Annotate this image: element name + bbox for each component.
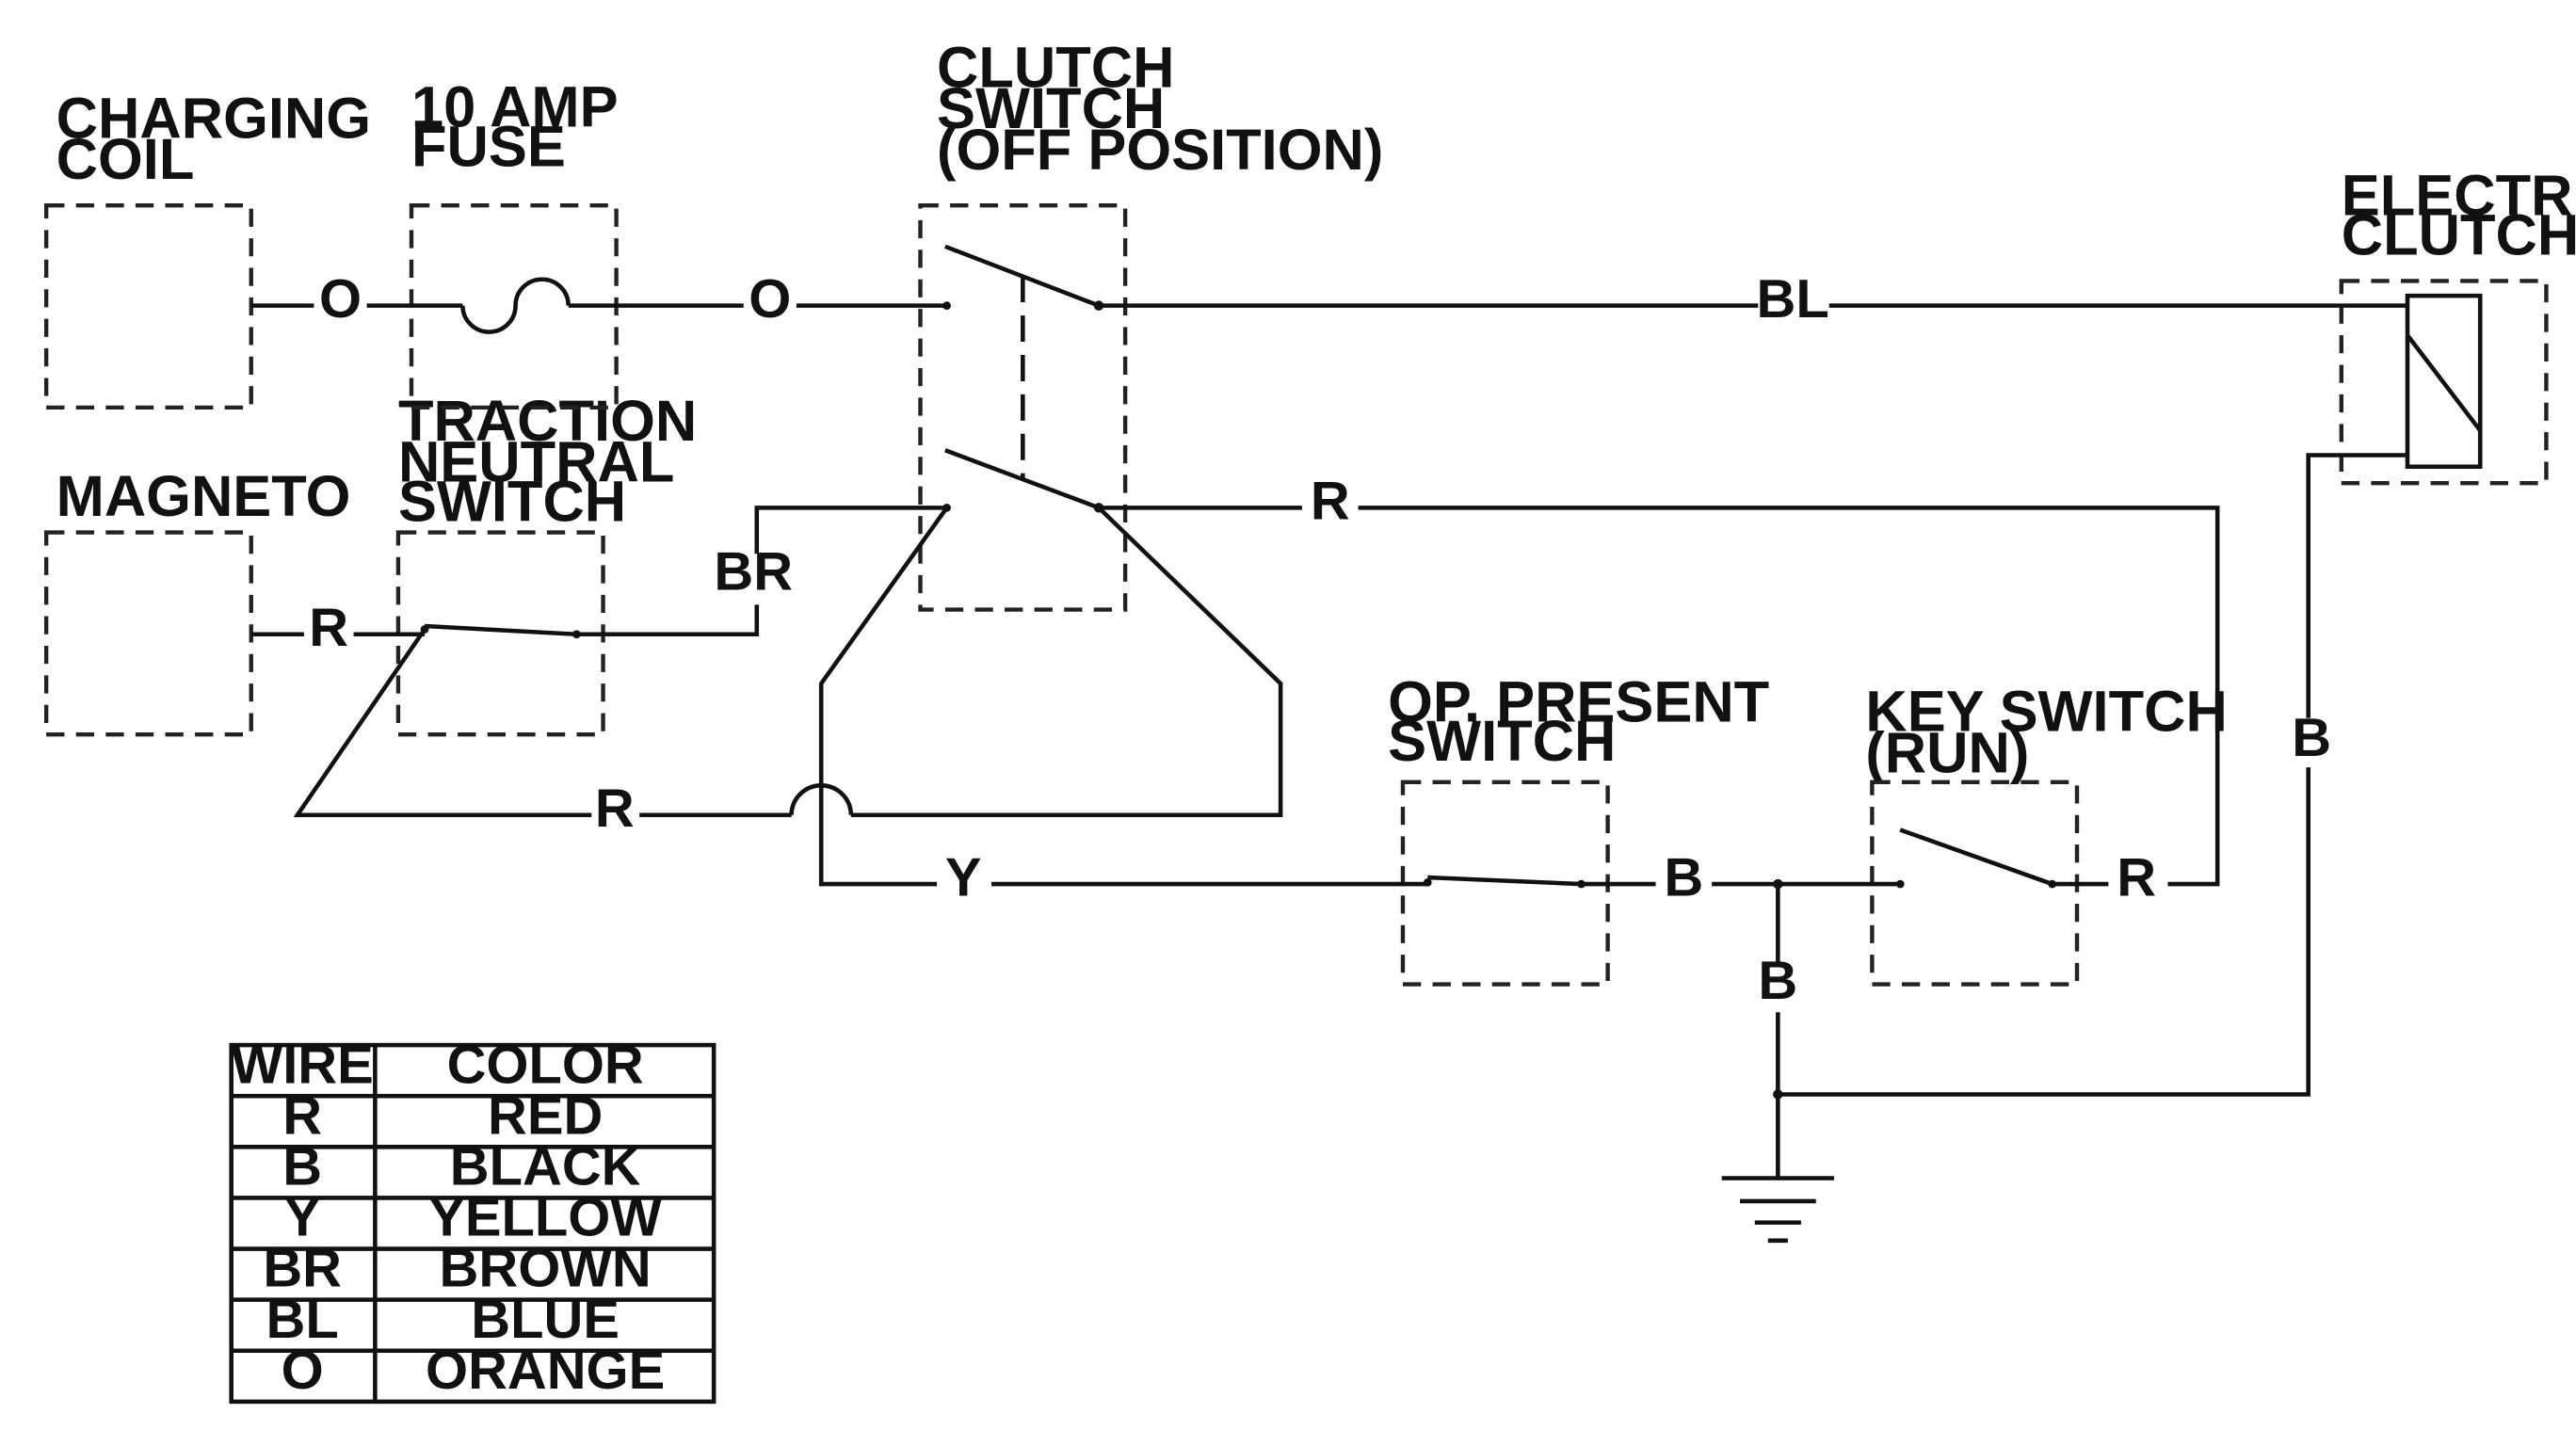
svg-text:TRACTION: TRACTION	[398, 389, 697, 453]
wire-label-key-out: R	[2117, 847, 2156, 908]
legend-wire-cell: R	[282, 1086, 322, 1147]
key-left-terminal	[1895, 879, 1905, 889]
charging-coil-label: CHARGING COIL	[56, 87, 371, 191]
ground-symbol	[1721, 1176, 1835, 1244]
legend-color-cell: RED	[488, 1086, 603, 1147]
legend-color-cell: BLUE	[471, 1290, 620, 1350]
key-switch-label: KEY SWITCH (RUN)	[1865, 680, 2227, 784]
wire-label-clutch-ground: B	[2292, 708, 2331, 768]
legend-wire-cell: O	[282, 1341, 324, 1401]
legend-color-cell: YELLOW	[428, 1188, 662, 1248]
clutch-switch-box	[918, 203, 1128, 612]
svg-text:CHARGING: CHARGING	[56, 87, 371, 151]
legend-color-cell: ORANGE	[426, 1341, 665, 1401]
traction-neutral-switch-label: TRACTION NEUTRAL SWITCH	[398, 389, 697, 533]
key-switch-blade	[1899, 827, 2053, 887]
magneto-box	[43, 530, 253, 737]
op-present-switch-label: OP. PRESENT SWITCH	[1388, 669, 1769, 773]
wire-label-fuse-clutch: O	[749, 269, 791, 329]
ground-junction-dot	[1773, 1089, 1783, 1100]
wire-label-coil-fuse: O	[319, 269, 362, 329]
wire-label-magneto-tns: R	[309, 598, 348, 658]
svg-text:ELECTRIC: ELECTRIC	[2342, 164, 2576, 228]
svg-text:SWITCH: SWITCH	[937, 76, 1165, 140]
svg-text:MAGNETO: MAGNETO	[56, 464, 351, 528]
legend-color-cell: BLACK	[450, 1137, 641, 1197]
legend-header-wire: WIRE	[232, 1035, 374, 1095]
magneto-label: MAGNETO	[56, 464, 351, 528]
wire-label-junction-down: B	[1758, 951, 1797, 1011]
legend-wire-cell: B	[282, 1137, 322, 1197]
wire-color-legend: WIRE COLOR R RED B BLACK Y YELLOW BR BRO…	[229, 1035, 716, 1405]
electric-clutch-coil-diagonal	[2406, 333, 2483, 432]
wire-label-bottom-loop: R	[595, 779, 635, 839]
svg-text:10 AMP: 10 AMP	[411, 75, 619, 139]
legend-header-color: COLOR	[447, 1035, 644, 1095]
wire-bottom-loop-c	[293, 628, 592, 818]
legend-color-cell: BROWN	[440, 1239, 652, 1299]
fuse-label: 10 AMP FUSE	[411, 75, 619, 179]
legend-wire-cell: Y	[284, 1188, 321, 1248]
svg-text:NEUTRAL: NEUTRAL	[398, 430, 674, 494]
wire-clutch-ground-b	[1778, 767, 2310, 1097]
electric-clutch-label: ELECTRIC CLUTCH	[2342, 164, 2576, 267]
clutch-switch-label: CLUTCH SWITCH (OFF POSITION)	[937, 36, 1383, 182]
clutch-upper-left-terminal	[942, 301, 951, 311]
op-switch-blade	[1427, 875, 1582, 887]
wire-label-op-junction: B	[1664, 847, 1703, 908]
tns-switch-blade	[424, 623, 577, 637]
legend-wire-cell: BL	[266, 1290, 339, 1350]
svg-text:KEY SWITCH: KEY SWITCH	[1865, 680, 2227, 744]
wire-clutch-ground-a	[2306, 453, 2407, 718]
svg-text:CLUTCH: CLUTCH	[2342, 203, 2576, 267]
wire-bottom-loop-a	[850, 506, 1283, 818]
op-left-terminal	[1423, 877, 1432, 887]
wire-tns-clutch-b	[754, 506, 947, 554]
wire-yellow-a	[818, 506, 949, 887]
wire-label-yellow: Y	[945, 847, 982, 908]
charging-coil-box	[43, 202, 253, 410]
clutch-switch-lower-blade	[944, 448, 1100, 510]
svg-text:CLUTCH: CLUTCH	[937, 36, 1174, 100]
wire-label-clutch-key: R	[1311, 472, 1350, 532]
svg-text:FUSE: FUSE	[411, 114, 566, 178]
electric-clutch-box	[2339, 279, 2549, 486]
legend-wire-cell: BR	[263, 1239, 342, 1299]
wire-tns-clutch-a	[576, 604, 760, 637]
svg-text:SWITCH: SWITCH	[398, 469, 626, 533]
wire-label-clutch-elec: BL	[1757, 269, 1829, 329]
wire-clutch-key-b	[1358, 506, 2220, 887]
svg-text:OP. PRESENT: OP. PRESENT	[1388, 669, 1769, 733]
svg-text:(RUN): (RUN)	[1865, 721, 2029, 785]
fuse-symbol	[460, 277, 571, 334]
electric-clutch-coil	[2405, 293, 2483, 469]
wire-label-tns-clutch: BR	[714, 542, 793, 602]
svg-text:SWITCH: SWITCH	[1388, 709, 1616, 773]
svg-text:(OFF POSITION): (OFF POSITION)	[937, 118, 1383, 182]
svg-text:COIL: COIL	[56, 127, 195, 191]
